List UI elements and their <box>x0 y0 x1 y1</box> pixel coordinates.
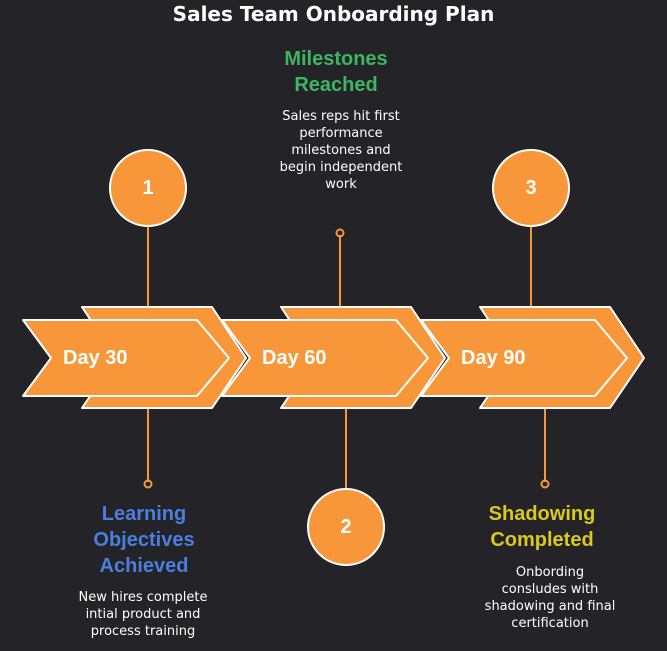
page-title: Sales Team Onboarding Plan <box>172 2 495 26</box>
day-label-2: Day 60 <box>262 347 327 369</box>
milestone-3-desc-line: certification <box>511 616 589 631</box>
stage-number-3: 3 <box>525 177 537 199</box>
milestone-3-heading: Shadowing Completed <box>442 501 642 553</box>
milestone-3-heading-line: Shadowing <box>488 503 596 525</box>
number-circle-2 <box>307 488 385 566</box>
day-label-3: Day 90 <box>461 347 526 369</box>
connector-dot-3 <box>540 479 550 489</box>
milestone-2-heading-line: Milestones <box>284 48 388 70</box>
chevron-front-1 <box>22 319 230 397</box>
milestone-1-heading-line: Learning <box>101 503 187 525</box>
milestone-3-heading-line: Completed <box>490 529 594 551</box>
milestone-1-desc-line: New hires complete <box>78 590 208 605</box>
milestone-2-heading: Milestones Reached <box>236 46 436 98</box>
milestone-2-desc-line: milestones and <box>291 143 391 158</box>
milestone-2-description: Sales reps hit first performance milesto… <box>246 108 436 193</box>
milestone-2-desc-line: Sales reps hit first <box>282 109 400 124</box>
milestone-2-desc-line: work <box>325 177 357 192</box>
milestone-2-heading-line: Reached <box>294 74 378 96</box>
milestone-2-desc-line: performance <box>299 126 383 141</box>
milestone-3-description: Onbording consludes with shadowing and f… <box>455 564 645 632</box>
connector-dot-1 <box>143 479 153 489</box>
milestone-3-desc-line: consludes with <box>501 582 599 597</box>
milestone-2-desc-line: begin independent <box>279 160 403 175</box>
milestone-1-desc-line: intial product and <box>85 607 201 622</box>
day-label-1: Day 30 <box>63 347 128 369</box>
number-circle-1 <box>109 149 187 227</box>
milestone-1-heading-line: Objectives <box>93 529 195 551</box>
milestone-3-desc-line: shadowing and final <box>484 599 616 614</box>
connector-dot-2 <box>335 228 345 238</box>
chevron-front-2 <box>221 319 429 397</box>
milestone-1-heading: Learning Objectives Achieved <box>44 501 244 579</box>
number-circle-3 <box>492 149 570 227</box>
stage-number-1: 1 <box>142 177 154 199</box>
milestone-1-heading-line: Achieved <box>99 555 189 577</box>
milestone-1-description: New hires complete intial product and pr… <box>48 589 238 640</box>
milestone-1-desc-line: process training <box>90 624 196 639</box>
chevron-front-3 <box>420 319 628 397</box>
stage-number-2: 2 <box>340 516 352 538</box>
milestone-3-desc-line: Onbording <box>515 565 585 580</box>
